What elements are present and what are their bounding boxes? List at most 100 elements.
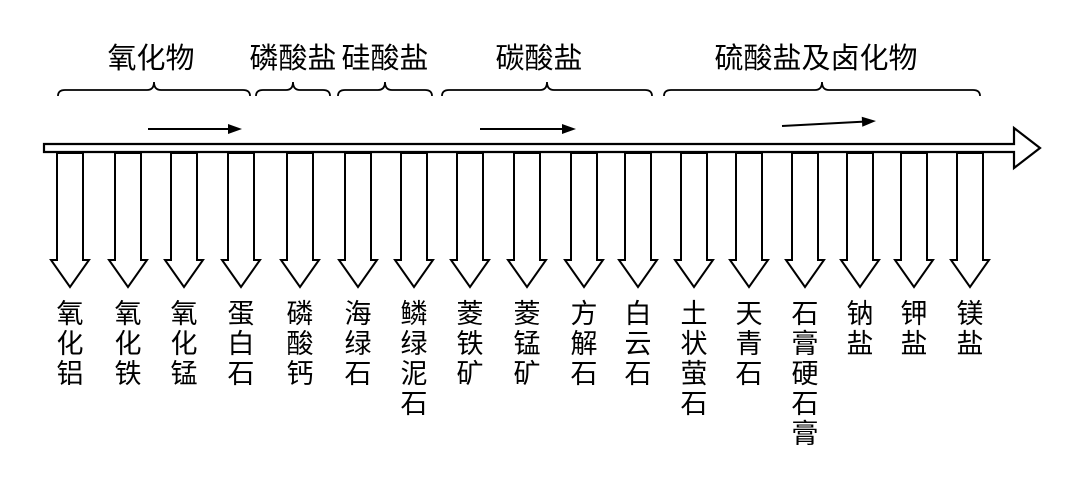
down-arrow-2 <box>107 152 149 289</box>
mineral-label-char: 钙 <box>286 359 314 390</box>
mineral-label-char: 铁 <box>114 359 142 390</box>
mineral-label-char: 石 <box>344 359 372 390</box>
brace-5 <box>663 81 981 97</box>
group-label-2: 磷酸盐 <box>249 41 337 75</box>
mineral-label-char: 菱 <box>456 299 484 330</box>
down-arrow-7 <box>393 152 435 289</box>
direction-arrow-head-3 <box>861 116 876 127</box>
group-label-3: 硅酸盐 <box>341 41 429 75</box>
mineral-label-1: 氧化铝 <box>57 300 84 390</box>
group-label-5: 硫酸盐及卤化物 <box>714 41 918 75</box>
main-arrow-shape <box>42 125 1042 171</box>
mineral-label-char: 状 <box>680 329 708 360</box>
mineral-label-char: 白 <box>624 299 652 330</box>
mineral-label-7: 鳞绿泥石 <box>401 300 428 420</box>
mineral-label-3: 氧化锰 <box>171 300 198 390</box>
mineral-label-char: 硬 <box>791 359 819 390</box>
mineral-label-char: 镁 <box>956 299 984 330</box>
mineral-label-char: 天 <box>735 299 763 330</box>
mineral-label-char: 铁 <box>456 329 484 360</box>
mineral-label-char: 泥 <box>400 359 428 390</box>
mineral-label-11: 白云石 <box>625 300 652 390</box>
mineral-down-arrows <box>49 152 991 289</box>
mineral-label-char: 石 <box>624 359 652 390</box>
mineral-label-char: 化 <box>56 329 84 360</box>
mineral-label-5: 磷酸钙 <box>287 300 314 390</box>
down-arrow-1 <box>49 152 91 289</box>
mineral-label-char: 石 <box>680 389 708 420</box>
group-label-1: 氧化物 <box>107 41 195 75</box>
mineral-label-char: 土 <box>680 299 708 330</box>
brace-4 <box>441 81 653 97</box>
mineral-label-17: 镁盐 <box>957 300 984 360</box>
mineral-label-9: 菱锰矿 <box>514 300 541 390</box>
mineral-label-char: 膏 <box>791 329 819 360</box>
mineral-label-char: 钠 <box>846 299 874 330</box>
down-arrow-17 <box>949 152 991 289</box>
mineral-label-char: 方 <box>570 299 598 330</box>
direction-arrow-head-1 <box>228 124 242 134</box>
group-label-4: 碳酸盐 <box>495 41 583 75</box>
mineral-label-char: 盐 <box>846 329 874 360</box>
direction-arrow-line-3 <box>781 120 865 127</box>
down-arrow-3 <box>163 152 205 289</box>
mineral-label-8: 菱铁矿 <box>457 300 484 390</box>
mineral-label-char: 盐 <box>900 329 928 360</box>
mineral-label-13: 天青石 <box>736 300 763 390</box>
mineral-label-char: 石 <box>791 389 819 420</box>
direction-arrow-head-2 <box>562 124 576 134</box>
down-arrow-11 <box>617 152 659 289</box>
mineral-label-char: 锰 <box>170 359 198 390</box>
mineral-label-char: 解 <box>570 329 598 360</box>
mineral-label-char: 氧 <box>114 299 142 330</box>
mineral-label-10: 方解石 <box>571 300 598 390</box>
brace-2 <box>255 81 331 97</box>
mineral-label-char: 钾 <box>900 299 928 330</box>
mineral-label-char: 石 <box>791 299 819 330</box>
mineral-label-char: 锰 <box>513 329 541 360</box>
brace-3 <box>337 81 433 97</box>
mineral-label-16: 钾盐 <box>901 300 928 360</box>
down-arrow-15 <box>839 152 881 289</box>
mineral-label-char: 酸 <box>286 329 314 360</box>
mineral-label-char: 蛋 <box>227 299 255 330</box>
main-sequence-arrow <box>42 125 1042 171</box>
mineral-label-char: 绿 <box>344 329 372 360</box>
brace-1 <box>57 81 251 97</box>
mineral-label-char: 鳞 <box>400 299 428 330</box>
mineral-label-char: 石 <box>400 389 428 420</box>
mineral-label-char: 绿 <box>400 329 428 360</box>
mineral-label-char: 化 <box>170 329 198 360</box>
mineral-label-char: 铝 <box>56 359 84 390</box>
mineral-label-4: 蛋白石 <box>228 300 255 390</box>
down-arrow-8 <box>449 152 491 289</box>
mineral-label-char: 矿 <box>513 359 541 390</box>
mineral-label-char: 膏 <box>791 419 819 450</box>
down-arrow-12 <box>673 152 715 289</box>
group-braces <box>57 81 981 97</box>
mineral-label-char: 氧 <box>170 299 198 330</box>
mineral-label-2: 氧化铁 <box>115 300 142 390</box>
mineral-label-char: 石 <box>227 359 255 390</box>
mineral-label-15: 钠盐 <box>847 300 874 360</box>
mineral-label-char: 菱 <box>513 299 541 330</box>
mineral-label-char: 白 <box>227 329 255 360</box>
mineral-label-char: 石 <box>570 359 598 390</box>
mineral-label-char: 石 <box>735 359 763 390</box>
down-arrow-4 <box>220 152 262 289</box>
down-arrow-14 <box>784 152 826 289</box>
mineral-label-char: 矿 <box>456 359 484 390</box>
down-arrow-5 <box>279 152 321 289</box>
down-arrow-16 <box>893 152 935 289</box>
mineral-label-char: 海 <box>344 299 372 330</box>
mineral-label-char: 萤 <box>680 359 708 390</box>
mineral-label-char: 氧 <box>56 299 84 330</box>
down-arrow-13 <box>728 152 770 289</box>
down-arrow-6 <box>337 152 379 289</box>
mineral-label-14: 石膏硬石膏 <box>792 300 819 450</box>
mineral-label-char: 云 <box>624 329 652 360</box>
mineral-label-6: 海绿石 <box>345 300 372 390</box>
